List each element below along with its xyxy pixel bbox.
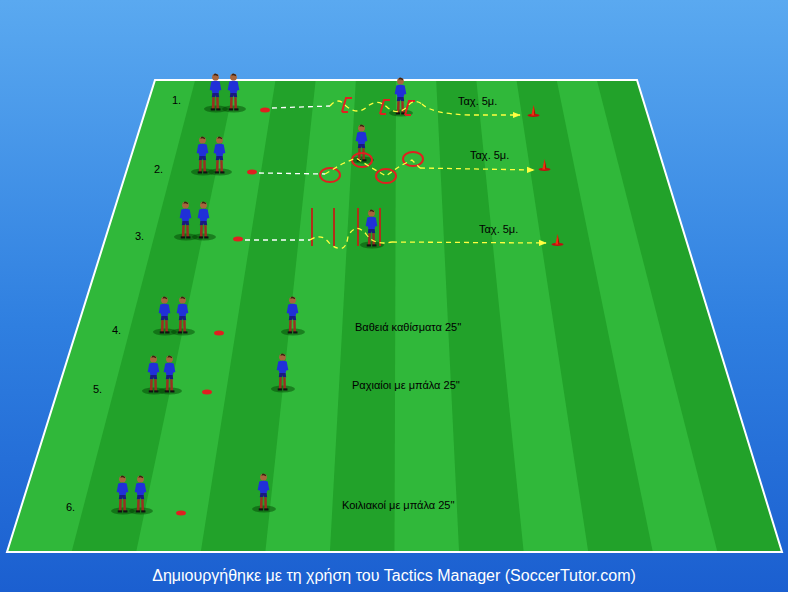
row-number: 3.	[135, 230, 144, 243]
exercise-note: Ταχ. 5μ.	[470, 149, 509, 162]
caption: Δημιουργήθηκε με τη χρήση του Tactics Ma…	[0, 566, 788, 586]
player-shadow	[171, 329, 195, 336]
grass-stripe	[265, 80, 356, 552]
player-figure	[164, 356, 176, 393]
exercise-note: Ραχιαίοι με μπάλα 25''	[352, 379, 460, 392]
player-figure	[277, 354, 289, 391]
player-figure	[356, 125, 368, 162]
player-figure	[210, 74, 222, 111]
row-number: 5.	[93, 383, 102, 396]
row-number: 6.	[66, 501, 75, 514]
player-shadow	[252, 506, 276, 513]
exercise-note: Κοιλιακοί με μπάλα 25''	[342, 499, 455, 512]
row-number: 4.	[112, 324, 121, 337]
exercise-note: Ταχ. 5μ.	[458, 95, 497, 108]
player-shadow	[222, 106, 246, 113]
exercise-note: Βαθειά καθίσματα 25''	[355, 321, 461, 334]
player-shadow	[158, 388, 182, 395]
player-figure	[258, 474, 270, 511]
grass-stripe	[136, 80, 275, 552]
player-figure	[366, 210, 378, 247]
grass-stripe	[395, 80, 460, 552]
grass-stripe	[557, 80, 718, 552]
player-shadow	[129, 508, 153, 515]
player-shadow	[271, 386, 295, 393]
player-shadow	[281, 329, 305, 336]
row-number: 2.	[154, 163, 163, 176]
player-figure	[228, 74, 240, 111]
player-figure	[197, 137, 209, 174]
player-figure	[214, 137, 226, 174]
player-figure	[180, 202, 192, 239]
player-figure	[148, 356, 160, 393]
player-figure	[117, 476, 129, 513]
exercise-note: Ταχ. 5μ.	[479, 223, 518, 236]
player-figure	[135, 476, 147, 513]
player-figure	[177, 297, 189, 334]
player-shadow	[192, 234, 216, 241]
player-figure	[198, 202, 210, 239]
player-shadow	[208, 169, 232, 176]
row-number: 1.	[172, 94, 181, 107]
player-figure	[159, 297, 171, 334]
player-figure	[287, 297, 299, 334]
